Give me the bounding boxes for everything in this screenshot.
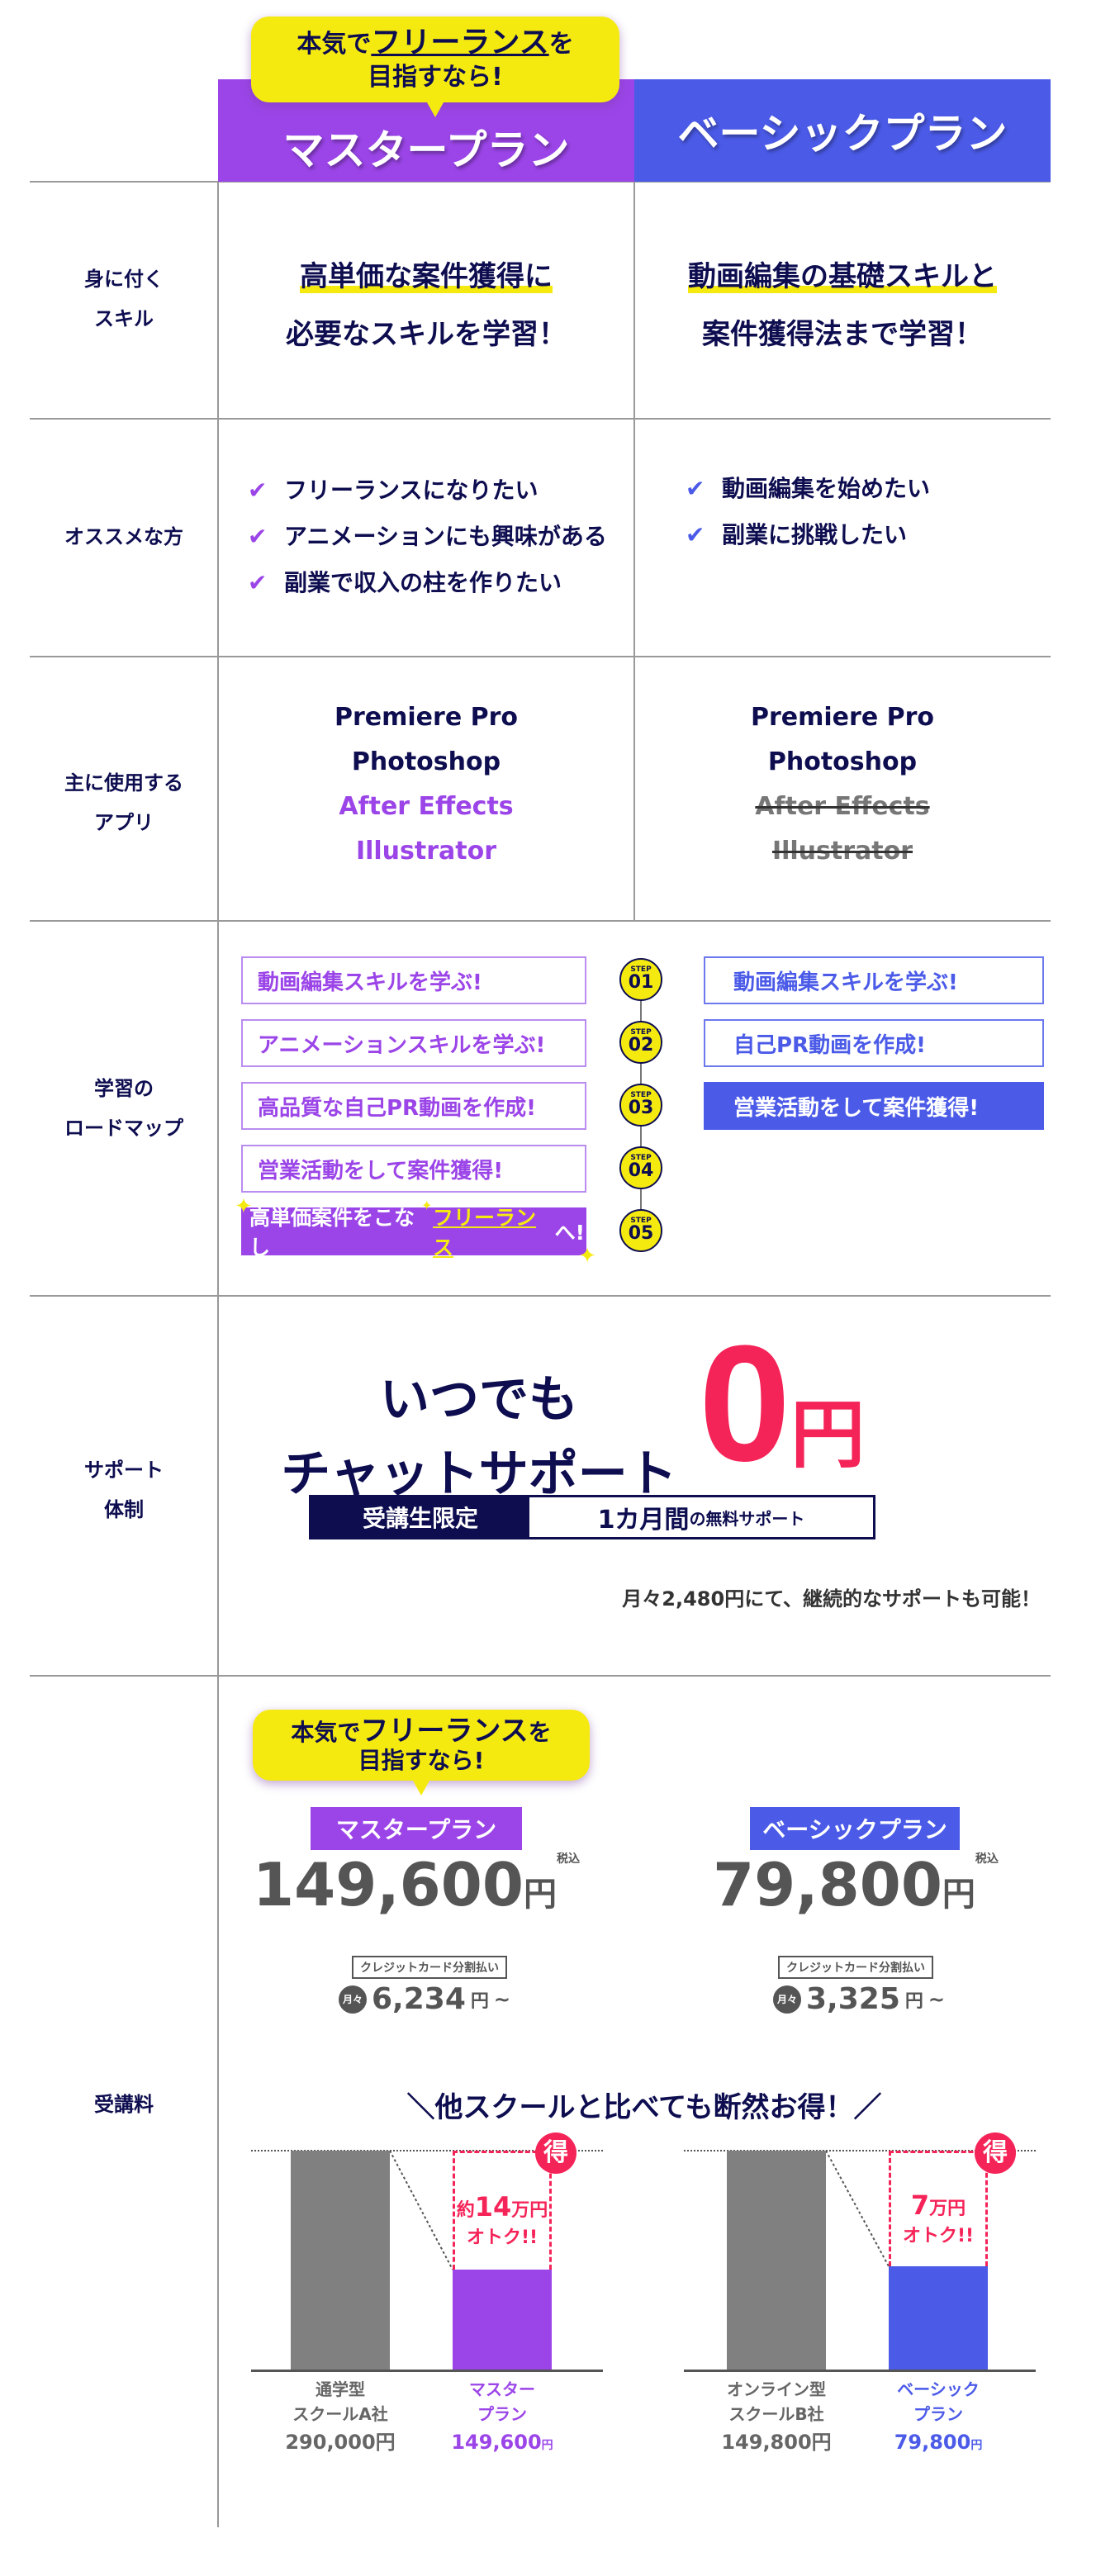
divider: [30, 181, 1051, 183]
divider: [30, 656, 1051, 657]
check-icon: ✔: [248, 523, 268, 550]
master-target-list: ✔フリーランスになりたい ✔アニメーションにも興味がある ✔副業で収入の柱を作り…: [248, 467, 607, 606]
row-label-apps: 主に使用するアプリ: [64, 771, 183, 834]
list-item: ✔副業で収入の柱を作りたい: [248, 560, 607, 606]
divider: [217, 182, 219, 2527]
bubble-text: 本気で: [297, 30, 372, 59]
master-skill: 高単価な案件獲得に必要なスキルを学習！: [286, 260, 567, 351]
bubble-text: を: [548, 30, 574, 59]
baseline: [251, 2370, 603, 2372]
credit-badge: クレジットカード分割払い: [778, 1956, 933, 1979]
master-step-4: 営業活動をして案件獲得!: [241, 1145, 586, 1193]
row-label-target: オススメな方: [64, 525, 183, 548]
check-icon: ✔: [248, 569, 268, 596]
freelance-bubble: 本気でフリーランスを目指すなら!: [253, 1710, 590, 1796]
students-only-tag: 受講生限定: [311, 1497, 529, 1537]
basic-price: 79,800円税込: [713, 1850, 999, 1919]
master-plan-label: マスタープラン: [311, 1807, 522, 1850]
drop-line: [390, 2151, 453, 2270]
divider: [30, 1295, 1051, 1297]
divider: [30, 920, 1051, 922]
list-item: ✔アニメーションにも興味がある: [248, 514, 607, 560]
basic-plan-header: ベーシックプラン: [634, 79, 1051, 182]
check-icon: ✔: [248, 477, 268, 504]
saving-box: 7万円オトク!!: [889, 2151, 988, 2266]
sparkle-icon: ✦: [578, 1244, 596, 1269]
master-step-3: 高品質な自己PR動画を作成!: [241, 1082, 586, 1130]
check-icon: ✔: [686, 521, 705, 548]
support-bar: 受講生限定 1カ月間の無料サポート: [309, 1495, 875, 1539]
sparkle-icon: ✦: [421, 1198, 433, 1213]
bar-school-b: [727, 2151, 826, 2370]
divider: [30, 418, 1051, 420]
master-step-5: 高単価案件をこなしフリーランスへ! ✦ ✦ ✦: [235, 1194, 596, 1269]
toku-badge: 得: [535, 2132, 576, 2174]
compare-title: ＼他スクールと比べても断然お得！／: [406, 2091, 882, 2124]
baseline: [684, 2370, 1036, 2372]
support-headline: いつでもチャットサポート: [281, 1371, 677, 1503]
row-label-skill: 身に付くスキル: [84, 268, 164, 330]
reference-line: [251, 2150, 603, 2151]
list-item: ✔動画編集を始めたい: [686, 466, 930, 512]
basic-step-1: 動画編集スキルを学ぶ!: [704, 956, 1044, 1004]
bubble-text: 目指すなら!: [368, 63, 503, 92]
basic-plan-label: ベーシックプラン: [750, 1807, 960, 1850]
toku-badge: 得: [975, 2132, 1016, 2174]
zero-yen: 0円: [699, 1312, 866, 1496]
list-item: ✔副業に挑戦したい: [686, 512, 930, 558]
support-note: 月々2,480円にて、継続的なサポートも可能！: [622, 1587, 1041, 1611]
credit-badge: クレジットカード分割払い: [352, 1956, 507, 1979]
freelance-bubble: 本気でフリーランスを 目指すなら!: [251, 17, 619, 117]
basic-step-2: 自己PR動画を作成!: [704, 1019, 1044, 1067]
check-icon: ✔: [686, 475, 705, 502]
master-step-1: 動画編集スキルを学ぶ!: [241, 956, 586, 1004]
free-support-period: 1カ月間の無料サポート: [597, 1506, 805, 1535]
basic-skill: 動画編集の基礎スキルと案件獲得法まで学習！: [688, 260, 997, 351]
bar-basic-plan: [889, 2266, 988, 2370]
list-item: ✔フリーランスになりたい: [248, 467, 607, 514]
basic-target-list: ✔動画編集を始めたい ✔副業に挑戦したい: [686, 466, 930, 558]
reference-line: [684, 2150, 1036, 2151]
bar-school-a: [291, 2151, 390, 2370]
row-label-roadmap: 学習のロードマップ: [64, 1077, 183, 1140]
saving-box: 約14万円オトク!!: [453, 2151, 552, 2270]
drop-line: [826, 2151, 890, 2267]
divider: [30, 1675, 1051, 1677]
bubble-highlight: フリーランス: [371, 26, 549, 59]
master-price: 149,600円税込: [253, 1850, 580, 1919]
bar-master-plan: [453, 2270, 552, 2370]
divider: [633, 182, 635, 920]
basic-step-3: 営業活動をして案件獲得!: [704, 1082, 1044, 1130]
sparkle-icon: ✦: [235, 1194, 253, 1219]
row-label-support: サポート体制: [84, 1459, 164, 1521]
row-label-fee: 受講料: [94, 2093, 154, 2116]
master-step-2: アニメーションスキルを学ぶ!: [241, 1019, 586, 1067]
